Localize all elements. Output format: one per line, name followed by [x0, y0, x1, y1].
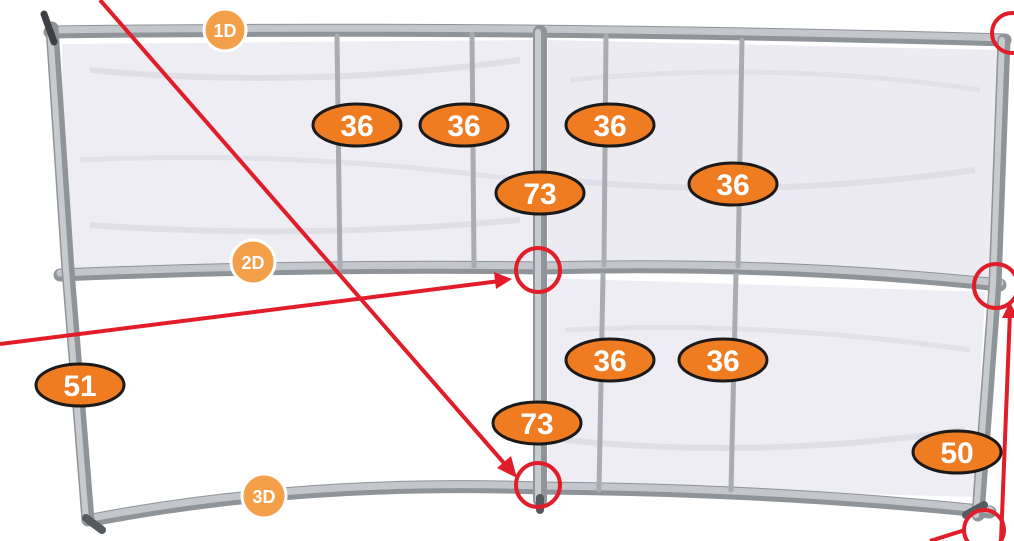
arrowhead-right [1002, 302, 1014, 318]
callout-circle-right-middle [972, 262, 1014, 310]
callout-line-left [0, 279, 501, 346]
badge-top-left-b: 36 [418, 102, 510, 148]
badge-center-lower: 73 [491, 400, 583, 446]
badge-top-left-a: 36 [311, 102, 403, 148]
callout-line-diagonal [98, 0, 512, 472]
arrowhead-diagonal [497, 456, 517, 478]
callout-line-bottom-right [929, 528, 966, 541]
badge-top-right-a-text: 36 [593, 110, 626, 143]
badge-top-left-a-text: 36 [340, 110, 373, 143]
badge-right-post: 50 [911, 429, 1003, 475]
fabric-panels [62, 40, 998, 497]
badge-left-post-text: 51 [63, 370, 96, 403]
badge-top-right-b: 36 [687, 161, 779, 207]
section-label-top-text: 1D [213, 21, 236, 41]
brace-tr-1 [601, 33, 609, 268]
callout-circle-top-right [990, 11, 1014, 55]
badge-bottom-right-b-text: 36 [706, 345, 739, 378]
badge-bottom-right-a-text: 36 [593, 345, 626, 378]
callout-circle-center-middle [514, 246, 562, 294]
callout-circles [514, 11, 1014, 541]
badge-right-post-text: 50 [940, 437, 973, 470]
badge-left-post: 51 [34, 362, 126, 408]
callout-circle-center-bottom [514, 461, 562, 509]
badge-center-upper-text: 73 [523, 178, 556, 211]
badge-bottom-right-b: 36 [677, 337, 769, 383]
section-label-middle-text: 2D [241, 253, 264, 273]
clamp-top-left [40, 10, 58, 46]
badge-center-lower-text: 73 [520, 408, 553, 441]
section-label-middle: 2D [229, 238, 277, 286]
panel-top-right [548, 40, 998, 280]
callout-line-right [999, 311, 1012, 541]
brace-tl-2 [469, 31, 477, 269]
panel-top-left [62, 40, 535, 268]
badge-top-right-b-text: 36 [716, 169, 749, 202]
brace-br-1 [596, 272, 606, 493]
brace-tl-1 [334, 33, 343, 271]
badge-top-left-b-text: 36 [447, 110, 480, 143]
section-label-top: 1D [202, 7, 248, 53]
badge-top-right-a: 36 [564, 102, 656, 148]
section-label-bottom-text: 3D [252, 487, 275, 507]
badge-bottom-right-a: 36 [564, 337, 656, 383]
brace-br-2 [728, 272, 739, 493]
section-label-bottom: 3D [240, 472, 288, 520]
brace-tr-2 [735, 37, 745, 269]
callout-circle-bottom-right [962, 508, 1006, 541]
foot-left [82, 514, 106, 534]
badge-center-upper: 73 [494, 170, 586, 216]
arrowhead-left [494, 272, 512, 289]
